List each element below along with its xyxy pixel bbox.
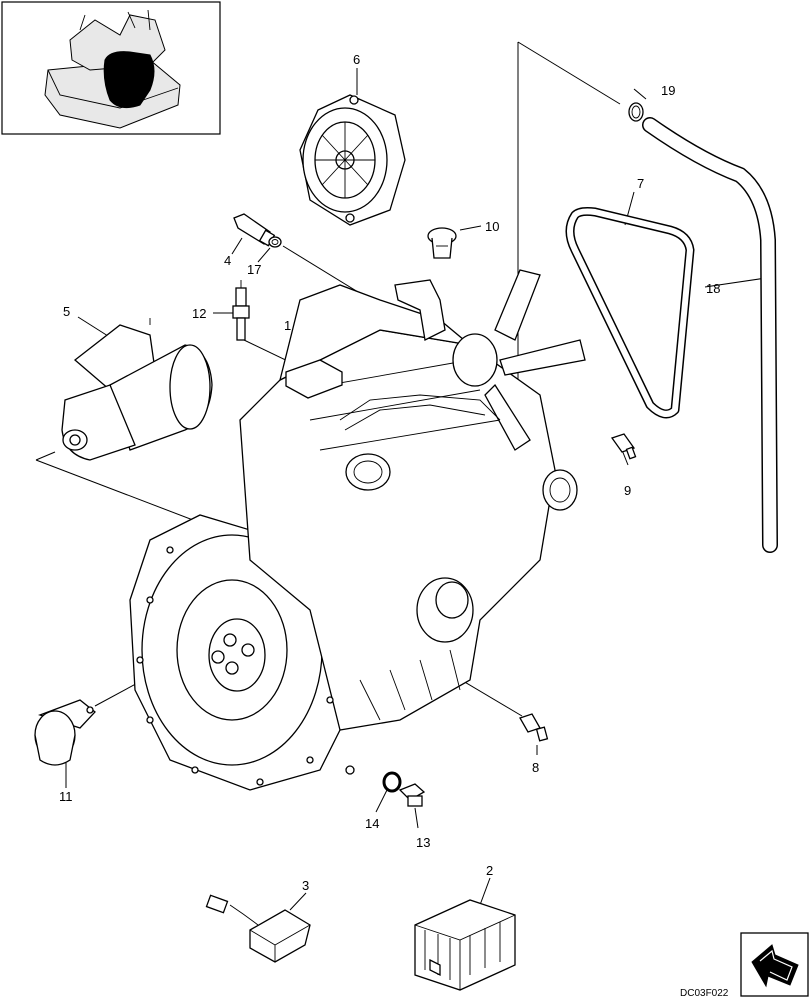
part-11-solenoid (34, 699, 96, 766)
callout-9: 9 (624, 483, 631, 498)
part-14-o-ring (382, 771, 402, 793)
part-19-hose-clamp (628, 102, 644, 122)
part-10-thermostat (427, 227, 457, 259)
part-6-alternator (299, 94, 406, 226)
callout-19: 19 (661, 83, 675, 98)
locator-inset (1, 1, 221, 135)
part-12-glow-plug (232, 280, 250, 341)
part-5-starter-motor (61, 318, 213, 461)
part-3-module (205, 894, 311, 963)
drawing-code: DC03F022 (680, 988, 729, 999)
callout-12: 12 (192, 306, 206, 321)
callout-4: 4 (224, 253, 231, 268)
callout-5: 5 (63, 304, 70, 319)
callout-3: 3 (302, 878, 309, 893)
part-7-v-belt (565, 206, 695, 419)
part-18-hose (642, 117, 778, 553)
machine-thumbnail (44, 9, 181, 129)
part-8-temp-sender (519, 713, 549, 742)
callout-labels: 6 19 7 10 4 17 18 5 12 1 9 8 11 14 13 2 … (59, 52, 720, 893)
part-17-washer (268, 236, 282, 248)
callout-11: 11 (59, 789, 73, 804)
callout-6: 6 (353, 52, 360, 67)
callout-8: 8 (532, 760, 539, 775)
part-9-pressure-switch (610, 433, 637, 460)
front-direction-icon (740, 932, 809, 997)
part-4-sensor (233, 213, 276, 247)
part-2-rectifier (414, 899, 516, 991)
part-1-engine-block (129, 269, 586, 791)
callout-7: 7 (637, 176, 644, 191)
callout-10: 10 (485, 219, 499, 234)
callout-18: 18 (706, 281, 720, 296)
callout-14: 14 (365, 816, 379, 831)
callout-17: 17 (247, 262, 261, 277)
callout-2: 2 (486, 863, 493, 878)
callout-1: 1 (284, 318, 291, 333)
part-13-drain-plug (398, 783, 426, 807)
callout-13: 13 (416, 835, 430, 850)
